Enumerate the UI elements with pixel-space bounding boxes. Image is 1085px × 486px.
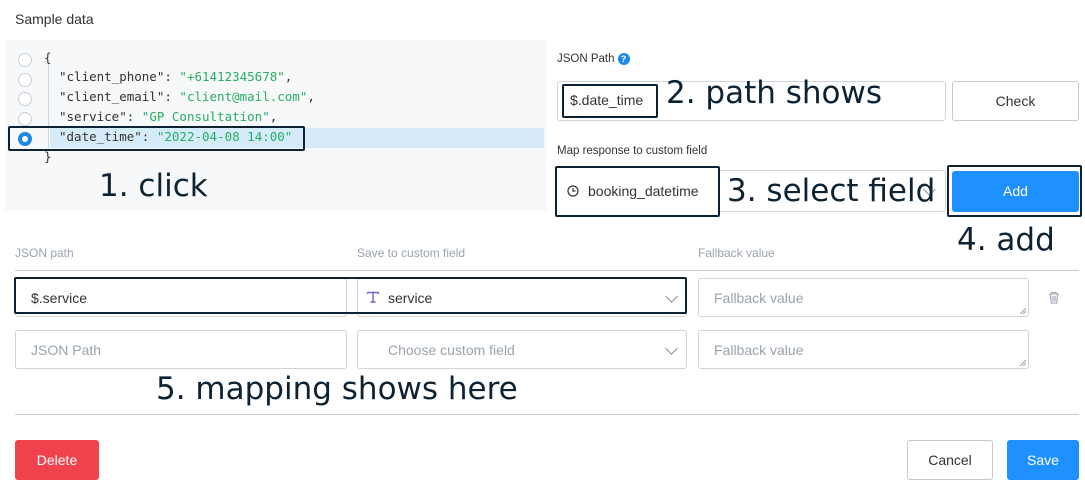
resize-handle-icon[interactable] xyxy=(1020,360,1026,366)
footer-divider xyxy=(15,414,1079,415)
column-header-fallback: Fallback value xyxy=(698,246,775,260)
fallback-input[interactable] xyxy=(698,278,1029,317)
code-line: "client_email": "client@mail.com", xyxy=(59,89,315,104)
add-button[interactable]: Add xyxy=(952,171,1079,212)
comma: , xyxy=(269,109,278,124)
json-value: "client@mail.com" xyxy=(179,89,308,104)
new-fallback-placeholder: Fallback value xyxy=(714,342,804,358)
new-field-placeholder: Choose custom field xyxy=(388,342,515,358)
selected-line-highlight xyxy=(50,128,544,148)
json-value: "2022-04-08 14:00" xyxy=(156,129,293,144)
map-field-label: Map response to custom field xyxy=(557,145,708,157)
mapping-field-value: service xyxy=(388,290,433,306)
line-radio-2[interactable] xyxy=(18,92,32,106)
json-key: "service" xyxy=(59,109,127,124)
annotation-frame-add xyxy=(947,165,1082,217)
code-line-selected[interactable]: "date_time": "2022-04-08 14:00" xyxy=(59,129,293,144)
json-key: "date_time" xyxy=(59,129,142,144)
annotation-frame-field xyxy=(555,166,720,217)
help-icon[interactable]: ? xyxy=(617,53,630,65)
line-radio-1[interactable] xyxy=(18,73,32,87)
text-type-icon xyxy=(366,291,380,303)
mapping-path-value: $.service xyxy=(31,290,88,306)
json-path-label-text: JSON Path xyxy=(557,53,615,66)
json-path-label: JSON Path? xyxy=(557,53,630,65)
json-key: "client_phone" xyxy=(59,69,165,84)
new-field-select[interactable] xyxy=(357,330,687,369)
code-line: "service": "GP Consultation", xyxy=(59,109,278,124)
open-brace: { xyxy=(44,50,52,65)
trash-icon[interactable] xyxy=(1048,291,1060,304)
fallback-placeholder: Fallback value xyxy=(714,290,804,306)
delete-button[interactable]: Delete xyxy=(15,440,99,480)
annotation-frame-selected-line xyxy=(8,126,305,151)
custom-field-value: booking_datetime xyxy=(588,183,699,199)
close-brace: } xyxy=(44,149,52,164)
sample-data-title: Sample data xyxy=(15,11,94,27)
code-line: "client_phone": "+61412345678", xyxy=(59,69,293,84)
line-radio-3[interactable] xyxy=(18,112,32,126)
cancel-button[interactable]: Cancel xyxy=(907,440,993,480)
annotation-path-shows: 2. path shows xyxy=(666,75,883,111)
line-radio-4-selected[interactable] xyxy=(18,132,32,146)
line-radio-0[interactable] xyxy=(18,53,32,67)
check-button[interactable]: Check xyxy=(952,81,1079,121)
json-value: "GP Consultation" xyxy=(141,109,270,124)
json-path-value: $.date_time xyxy=(570,92,644,108)
comma: , xyxy=(284,69,293,84)
annotation-frame-mapping xyxy=(14,277,687,314)
header-divider xyxy=(15,270,1079,271)
chevron-down-icon xyxy=(665,342,678,355)
sample-data-panel: { "client_phone": "+61412345678", "clien… xyxy=(5,40,547,211)
column-header-json-path: JSON path xyxy=(15,246,74,260)
annotation-frame-path xyxy=(562,84,658,118)
column-header-save-to: Save to custom field xyxy=(357,246,466,260)
annotation-select-field: 3. select field xyxy=(727,173,936,209)
clock-icon xyxy=(567,185,579,197)
annotation-click: 1. click xyxy=(99,168,208,204)
annotation-add: 4. add xyxy=(957,222,1055,258)
save-button[interactable]: Save xyxy=(1007,440,1079,480)
indent-guide xyxy=(48,63,49,148)
resize-handle-icon[interactable] xyxy=(1020,308,1026,314)
comma: , xyxy=(307,89,315,104)
mapping-field-select[interactable] xyxy=(357,278,687,317)
annotation-mapping-shows: 5. mapping shows here xyxy=(156,371,518,407)
new-path-placeholder: JSON Path xyxy=(31,342,102,358)
new-fallback-input[interactable] xyxy=(698,330,1029,369)
json-key: "client_email" xyxy=(59,89,165,104)
new-path-input[interactable] xyxy=(15,330,347,369)
json-value: "+61412345678" xyxy=(179,69,285,84)
